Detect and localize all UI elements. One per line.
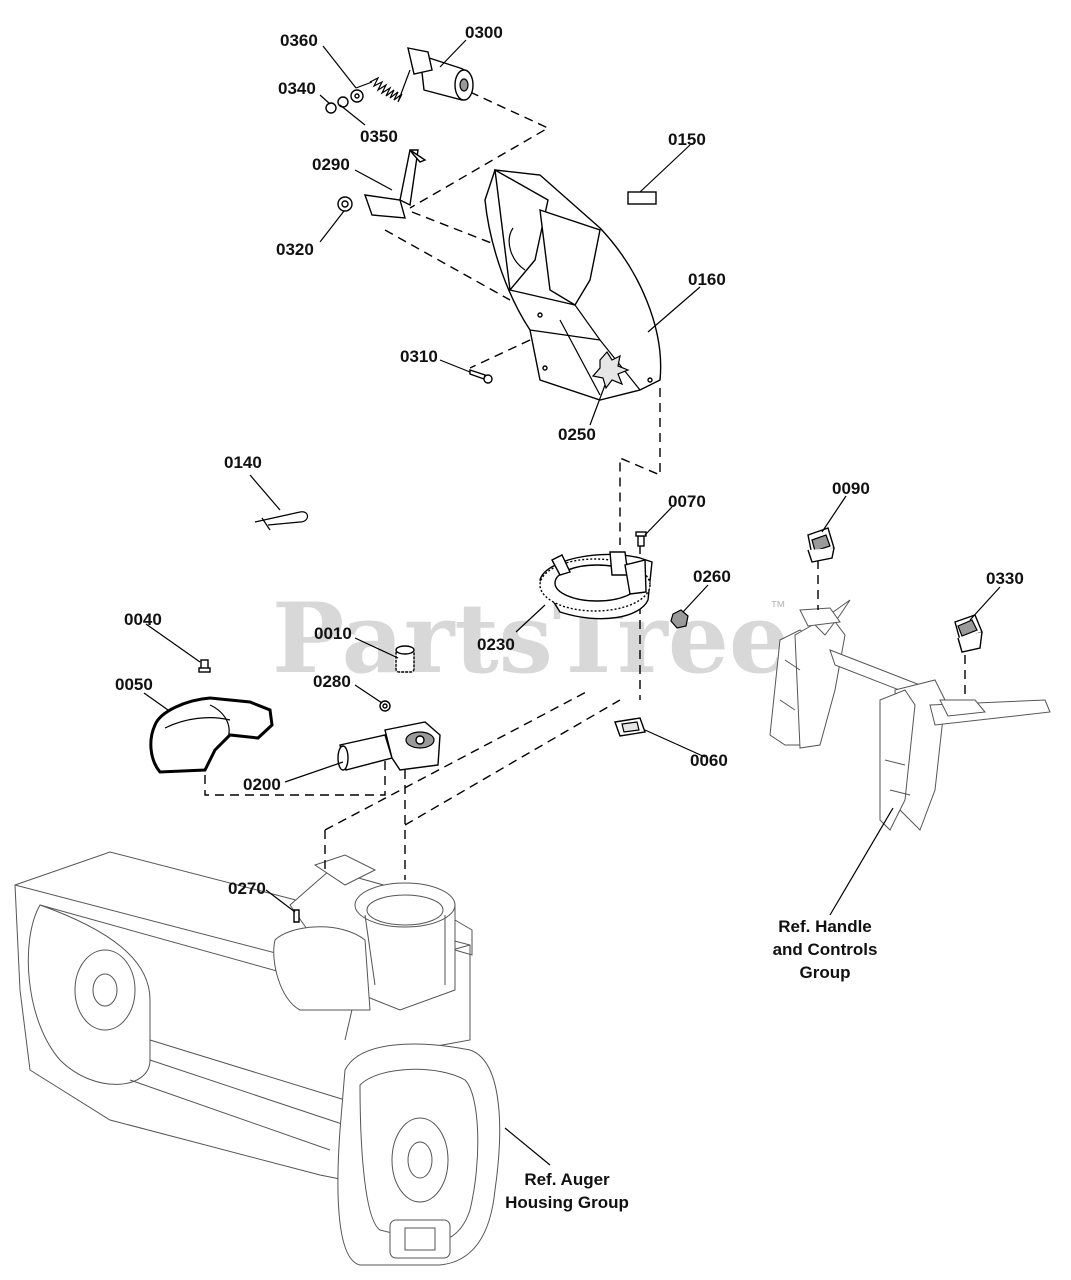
callout-0040: 0040	[124, 610, 162, 629]
callout-0050: 0050	[115, 675, 153, 694]
part-0150-label	[627, 191, 657, 205]
ref-handle-line2: and Controls	[773, 940, 878, 959]
part-0350-washer	[337, 96, 349, 108]
callout-0160: 0160	[688, 270, 726, 289]
callout-0260: 0260	[693, 567, 731, 586]
auger-housing-reference	[14, 851, 501, 1266]
callout-0360: 0360	[280, 31, 318, 50]
reference-labels: Ref. Handle and Controls Group Ref. Auge…	[505, 917, 877, 1212]
callout-0270: 0270	[228, 879, 266, 898]
part-0040-screw	[198, 659, 211, 673]
callout-labels: 0360 0300 0340 0350 0290 0320 0150 0160 …	[115, 23, 1024, 898]
ref-auger-line1: Ref. Auger	[524, 1170, 610, 1189]
callout-0250: 0250	[558, 425, 596, 444]
part-0290-bracket	[363, 149, 427, 219]
part-0160-chute	[484, 168, 662, 401]
part-0140-clip	[254, 511, 309, 531]
callout-0140: 0140	[224, 453, 262, 472]
part-0310-bolt	[469, 369, 493, 384]
ref-handle-line3: Group	[800, 963, 851, 982]
callout-0280: 0280	[313, 672, 351, 691]
callout-0330: 0330	[986, 569, 1024, 588]
callout-0070: 0070	[668, 492, 706, 511]
callout-0230: 0230	[477, 635, 515, 654]
part-0060-clip	[614, 717, 646, 737]
part-0300-motor	[355, 47, 474, 103]
ref-auger-line2: Housing Group	[505, 1193, 629, 1212]
callout-0350: 0350	[360, 127, 398, 146]
callout-0090: 0090	[832, 479, 870, 498]
part-0010-gear	[395, 645, 415, 673]
part-0070-screw	[635, 531, 647, 547]
part-0200-gearmotor	[337, 721, 441, 771]
callout-0300: 0300	[465, 23, 503, 42]
watermark-text: PartsTree	[272, 582, 790, 695]
callout-0060: 0060	[690, 751, 728, 770]
part-0090-knob	[807, 527, 835, 563]
callout-0290: 0290	[312, 155, 350, 174]
part-0330-knob	[954, 614, 983, 653]
part-0230-gear-ring	[539, 551, 653, 620]
handle-controls-reference	[769, 599, 1051, 831]
callout-0340: 0340	[278, 79, 316, 98]
callout-0310: 0310	[400, 347, 438, 366]
watermark: PartsTree ™	[272, 582, 790, 695]
callout-0200: 0200	[243, 775, 281, 794]
callout-0010: 0010	[314, 624, 352, 643]
ref-handle-line1: Ref. Handle	[778, 917, 872, 936]
watermark-trademark: ™	[770, 599, 786, 616]
leader-lines	[143, 39, 1001, 1166]
part-0320-nut	[337, 196, 353, 212]
part-0260-nut	[670, 609, 689, 629]
part-0360-washer-hole	[354, 93, 360, 99]
callout-0320: 0320	[276, 240, 314, 259]
part-0340-nut	[325, 102, 337, 114]
part-0050-cover	[149, 696, 274, 774]
callout-0150: 0150	[668, 130, 706, 149]
part-0280-nut	[379, 700, 391, 712]
